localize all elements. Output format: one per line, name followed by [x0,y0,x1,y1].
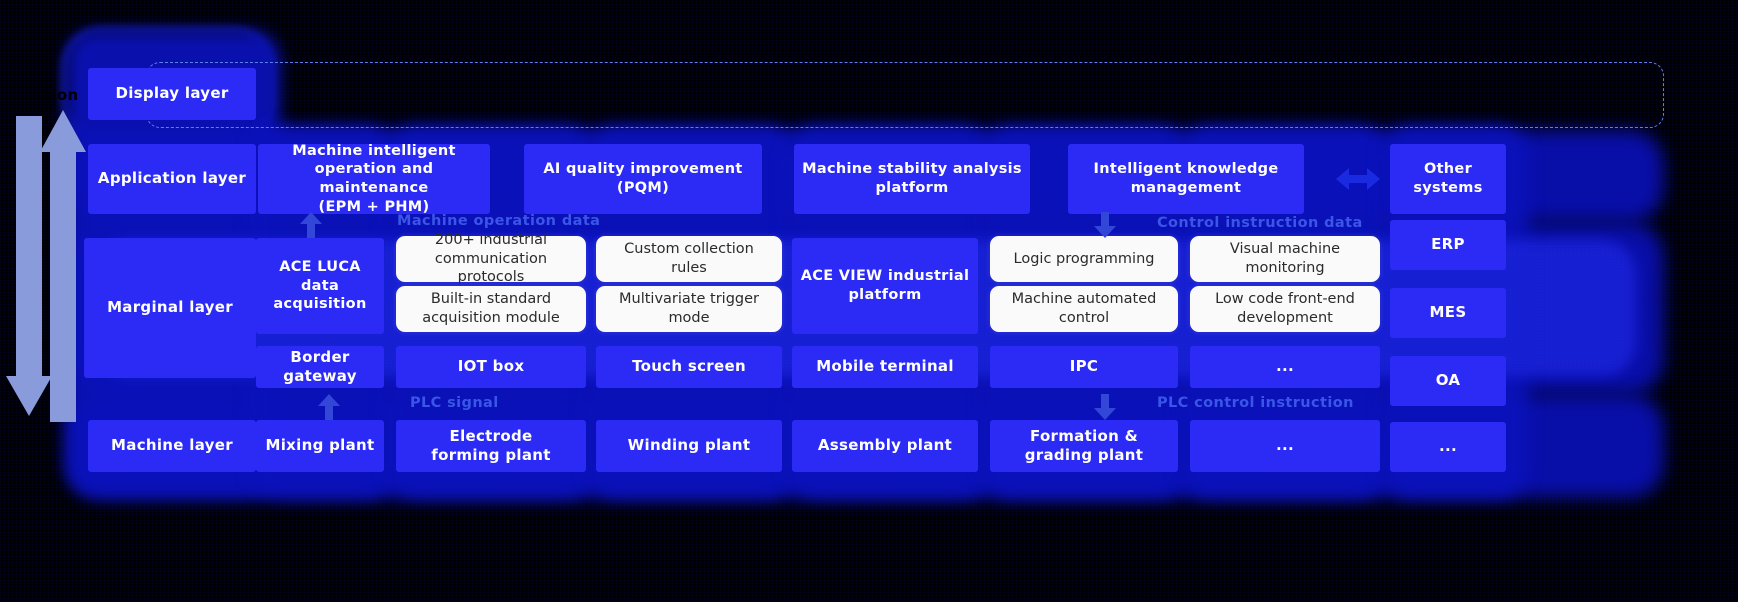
app-card-knowledge-line1: Intelligent knowledge [1093,161,1279,178]
card-low-code-development-line2: development [1237,310,1333,326]
plant-electrode-forming-line2: forming plant [431,446,551,464]
right-card-oa[interactable]: OA [1390,356,1506,406]
right-card-other-systems[interactable]: Other systems [1390,144,1506,214]
platform-ace-view[interactable]: ACE VIEW industrial platform [792,238,978,334]
app-card-stability-line2: platform [875,180,949,196]
flow-label-machine-operation-data: Machine operation data [397,213,601,229]
app-card-epm-phm-line2: operation and maintenance [314,161,434,196]
right-card-other-systems-line2: systems [1413,180,1483,196]
layer-label-machine[interactable]: Machine layer [88,420,256,472]
app-card-pqm-line2: (PQM) [616,180,670,196]
card-visual-machine-monitoring[interactable]: Visual machine monitoring [1190,236,1380,282]
platform-ace-luca[interactable]: ACE LUCA data acquisition [256,238,384,334]
card-multivariate-trigger-mode-line1: Multivariate trigger [619,291,759,308]
device-border-gateway[interactable]: Border gateway [256,346,384,388]
layer-label-marginal[interactable]: Marginal layer [84,238,256,378]
down-flow-arrow [6,116,52,416]
plant-mixing[interactable]: Mixing plant [256,420,384,472]
card-builtin-acquisition-module-line2: acquisition module [422,310,560,326]
plant-assembly[interactable]: Assembly plant [792,420,978,472]
card-logic-programming-line1: Logic programming [1013,250,1155,267]
app-card-stability[interactable]: Machine stability analysis platform [794,144,1030,214]
platform-ace-view-line1: ACE VIEW industrial [800,268,970,285]
device-iot-box[interactable]: IOT box [396,346,586,388]
platform-ace-view-line2: platform [848,287,922,303]
mini-arrow-up-left [300,212,322,238]
plant-formation-grading-line2: grading plant [1024,446,1144,464]
plant-more[interactable]: ... [1190,420,1380,472]
plant-mixing-line1: Mixing plant [265,436,375,455]
right-card-mes[interactable]: MES [1390,288,1506,338]
device-more[interactable]: ... [1190,346,1380,388]
layer-label-display[interactable]: Display layer [88,68,256,120]
plant-winding-line1: Winding plant [627,436,751,455]
card-machine-automated-control-line2: control [1058,310,1110,326]
plant-winding[interactable]: Winding plant [596,420,782,472]
plant-electrode-forming[interactable]: Electrode forming plant [396,420,586,472]
card-multivariate-trigger-mode-line2: mode [668,310,710,326]
app-card-epm-phm-line1: Machine intelligent [292,142,456,159]
app-card-pqm[interactable]: AI quality improvement (PQM) [524,144,762,214]
card-visual-machine-monitoring-line2: monitoring [1245,260,1325,276]
card-machine-automated-control[interactable]: Machine automated control [990,286,1178,332]
platform-ace-luca-line2: acquisition [273,296,367,313]
device-touch-screen[interactable]: Touch screen [596,346,782,388]
app-card-stability-line1: Machine stability analysis [802,161,1022,178]
right-card-other-systems-line1: Other [1423,161,1473,178]
plant-formation-grading-line1: Formation & [1030,426,1138,445]
app-card-epm-phm[interactable]: Machine intelligent operation and mainte… [258,142,490,215]
up-flow-arrow [40,110,86,422]
flow-label-plc-control-instruction: PLC control instruction [1157,395,1354,411]
plant-assembly-line1: Assembly plant [817,436,953,455]
flow-label-plc-signal: PLC signal [410,395,499,411]
bidirectional-arrow-icon [1336,168,1380,190]
app-card-knowledge-line2: management [1130,180,1242,196]
card-custom-collection-rules-line2: rules [671,260,707,276]
right-card-more[interactable]: ... [1390,422,1506,472]
layer-label-application[interactable]: Application layer [88,144,256,214]
card-logic-programming[interactable]: Logic programming [990,236,1178,282]
card-industrial-protocols-line2: communication protocols [434,250,548,286]
card-visual-machine-monitoring-line1: Visual machine [1229,241,1341,258]
cropped-left-label: tion [44,86,79,104]
mini-arrow-down-plc [1094,394,1116,420]
card-industrial-protocols-line1: 200+ industrial [434,231,548,248]
card-builtin-acquisition-module[interactable]: Built-in standard acquisition module [396,286,586,332]
card-low-code-development-line1: Low code front-end [1215,291,1355,308]
app-card-pqm-line1: AI quality improvement [543,161,743,178]
plant-formation-grading[interactable]: Formation & grading plant [990,420,1178,472]
display-layer-dashed-container [146,62,1664,128]
device-ipc[interactable]: IPC [990,346,1178,388]
card-custom-collection-rules-line1: Custom collection [624,241,754,258]
card-low-code-development[interactable]: Low code front-end development [1190,286,1380,332]
layer-label-application-text: Application layer [97,169,247,188]
app-card-epm-phm-line3: (EPM + PHM) [318,198,430,215]
card-multivariate-trigger-mode[interactable]: Multivariate trigger mode [596,286,782,332]
card-machine-automated-control-line1: Machine automated [1011,291,1157,308]
mini-arrow-down-right [1094,212,1116,238]
right-card-erp[interactable]: ERP [1390,220,1506,270]
card-builtin-acquisition-module-line1: Built-in standard [430,291,552,308]
card-custom-collection-rules[interactable]: Custom collection rules [596,236,782,282]
layer-label-marginal-text: Marginal layer [107,298,233,317]
card-industrial-protocols[interactable]: 200+ industrial communication protocols [396,232,586,285]
mini-arrow-up-plc [318,394,340,420]
flow-label-control-instruction-data: Control instruction data [1157,215,1363,231]
device-mobile-terminal[interactable]: Mobile terminal [792,346,978,388]
platform-ace-luca-line1: ACE LUCA data [279,259,361,294]
app-card-knowledge[interactable]: Intelligent knowledge management [1068,144,1304,214]
plant-electrode-forming-line1: Electrode [449,426,533,445]
